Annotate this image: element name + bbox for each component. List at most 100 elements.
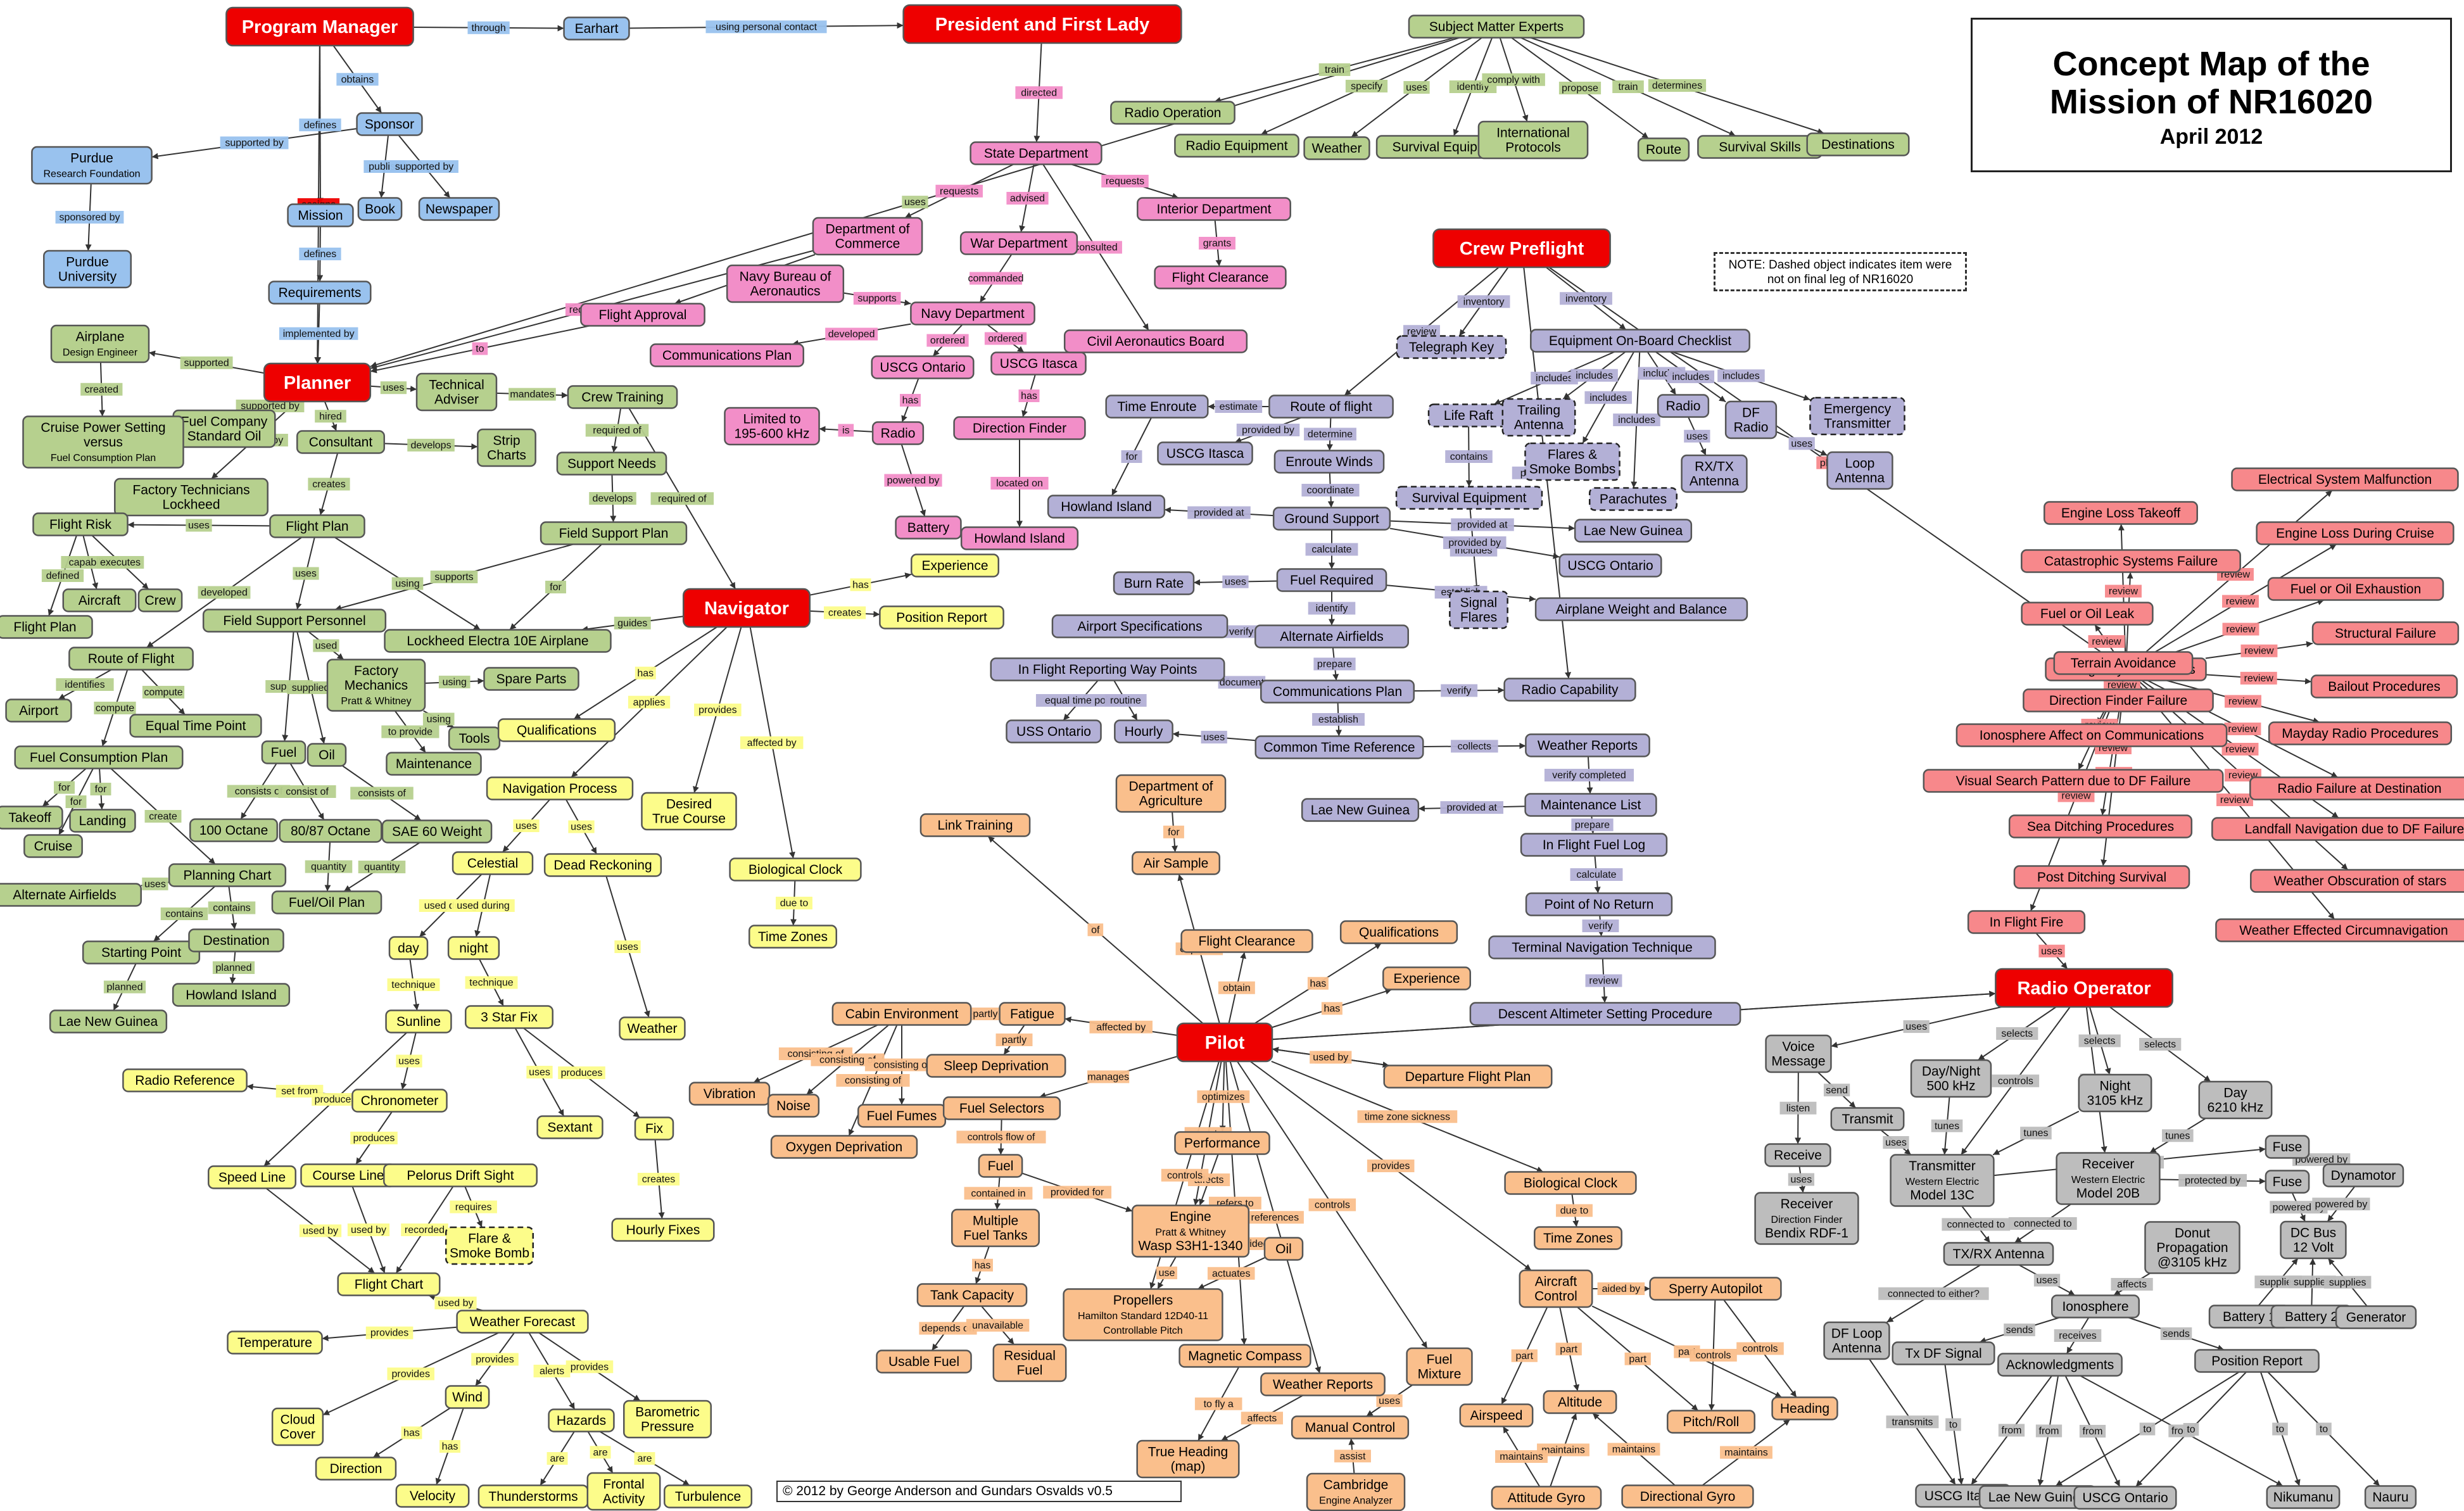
node-label: Lae New Guinea: [1988, 1490, 2088, 1505]
node-radio-op-sme: Radio Operation: [1110, 101, 1235, 125]
node-label: Howland Island: [186, 988, 277, 1002]
edge-label-text: used by: [438, 1298, 473, 1309]
edge-label: train: [1318, 63, 1351, 76]
edge-label-text: affects: [1247, 1413, 1277, 1424]
node-label: Heading: [1780, 1401, 1829, 1416]
edge-label: sends: [2004, 1324, 2035, 1336]
edge-label: consulted: [1070, 241, 1122, 254]
edge-label: ordered: [926, 334, 969, 347]
node-uscg-itasca-p: USCG Itasca: [1157, 441, 1253, 465]
node-label: Ionosphere: [2062, 1299, 2128, 1314]
node-sme: Subject Matter Experts: [1408, 15, 1585, 39]
edge-label-text: using: [443, 677, 467, 688]
node-label: Qualifications: [517, 723, 597, 738]
node-label: Fatigue: [1010, 1007, 1054, 1021]
node-label: Fuse: [2273, 1175, 2303, 1189]
edge-label-text: review: [2220, 795, 2250, 806]
edge-label-text: has: [442, 1441, 458, 1452]
node-label: Fix: [645, 1122, 663, 1136]
edge-label: uses: [614, 940, 641, 953]
edge-label: grants: [1199, 237, 1235, 250]
node-e-fire: In Flight Fire: [1967, 910, 2086, 934]
edge-label-text: review: [2226, 624, 2256, 635]
node-label: Takeoff: [8, 811, 51, 825]
edge-label-text: uses: [144, 879, 166, 890]
edge-label: uses: [1222, 575, 1249, 588]
edge-label: provides: [365, 1326, 414, 1339]
edge-label-text: are: [637, 1453, 652, 1464]
edge-label-text: selects: [2084, 1036, 2116, 1047]
edge-label: used by: [299, 1224, 342, 1237]
node-label: Weather Reports: [1538, 738, 1638, 753]
node-label: Attitude Gyro: [1508, 1491, 1586, 1505]
node-label: Interior Department: [1157, 202, 1272, 217]
node-howland-g: Howland Island: [172, 983, 291, 1007]
edge-label-text: receives: [2059, 1331, 2097, 1341]
edge-label: determines: [1648, 79, 1707, 92]
edge-label-text: uses: [1225, 577, 1246, 588]
node-label: 3 Star Fix: [481, 1010, 538, 1025]
node-fuel-log: In Flight Fuel Log: [1520, 833, 1668, 857]
node-label: Flares &Smoke Bombs: [1529, 448, 1616, 477]
edge-label-text: compute: [96, 703, 134, 714]
node-maint-list: Maintenance List: [1524, 793, 1657, 817]
node-label: Maintenance: [396, 757, 472, 771]
edge-label: connected to: [2008, 1217, 2077, 1230]
edge-label-text: due to: [780, 898, 809, 909]
edge-label: powered by: [2312, 1198, 2370, 1211]
node-e-mayday: Mayday Radio Procedures: [2268, 721, 2453, 745]
edge-label: uses: [396, 1054, 422, 1068]
edge-label: powered by: [884, 474, 942, 487]
edge-label: provided by: [1443, 536, 1507, 549]
node-e-bailout: Bailout Procedures: [2310, 674, 2458, 699]
node-e-df-failure: Direction Finder Failure: [2023, 688, 2214, 712]
edge-label-text: uses: [515, 821, 537, 831]
node-label: Weather: [1312, 141, 1362, 156]
edge-label-text: applies: [633, 697, 666, 708]
node-comm-plan-pink: Communications Plan: [650, 343, 804, 367]
node-label: Structural Failure: [2335, 626, 2436, 641]
node-night: night: [447, 936, 500, 960]
edge-label: to: [2316, 1422, 2332, 1436]
node-label: Sunline: [396, 1015, 441, 1029]
node-label: Equipment On-Board Checklist: [1549, 334, 1731, 348]
edge-label: manages: [1087, 1070, 1130, 1084]
node-comm-plan-p: Communications Plan: [1260, 680, 1415, 704]
edge-label: guides: [614, 616, 651, 629]
node-label: Crew Training: [581, 390, 664, 405]
node-label: Direction Finder: [973, 421, 1066, 436]
node-label: Weather Reports: [1273, 1377, 1373, 1392]
edge-label-text: includes: [1722, 370, 1760, 381]
node-time-zones-o: Time Zones: [1534, 1226, 1622, 1250]
node-directional-gyro: Directional Gyro: [1621, 1484, 1754, 1508]
node-label: In Flight Reporting Way Points: [1018, 662, 1197, 677]
edge-label-text: manages: [1087, 1072, 1129, 1082]
edge-label-text: prepare: [1575, 820, 1610, 831]
edge-label-text: create: [149, 811, 177, 822]
edge-label: specify: [1345, 80, 1388, 92]
edge-label: unavailable: [966, 1318, 1030, 1332]
node-receive: Receive: [1764, 1143, 1831, 1167]
node-route-sme: Route: [1637, 137, 1690, 161]
edge-label: through: [467, 21, 510, 34]
node-label: Weather: [628, 1021, 678, 1036]
node-battery: Battery: [895, 515, 962, 540]
node-airspeed: Airspeed: [1459, 1403, 1534, 1427]
node-label: Destination: [203, 933, 269, 948]
node-book: Book: [357, 197, 403, 221]
node-label: Radio Reference: [135, 1073, 235, 1088]
edge-label-text: defines: [304, 120, 337, 130]
node-label: USCG Itasca: [1000, 357, 1078, 371]
node-label: Engine Loss During Cruise: [2276, 526, 2434, 541]
edge-label-text: uses: [529, 1067, 550, 1078]
node-label: Descent Altimeter Setting Procedure: [1498, 1007, 1713, 1021]
edge-label: includes: [1613, 414, 1660, 426]
edge-label-text: powered by: [2315, 1199, 2368, 1210]
edge-label: includes: [1531, 372, 1578, 384]
edge-label: required of: [650, 492, 714, 505]
